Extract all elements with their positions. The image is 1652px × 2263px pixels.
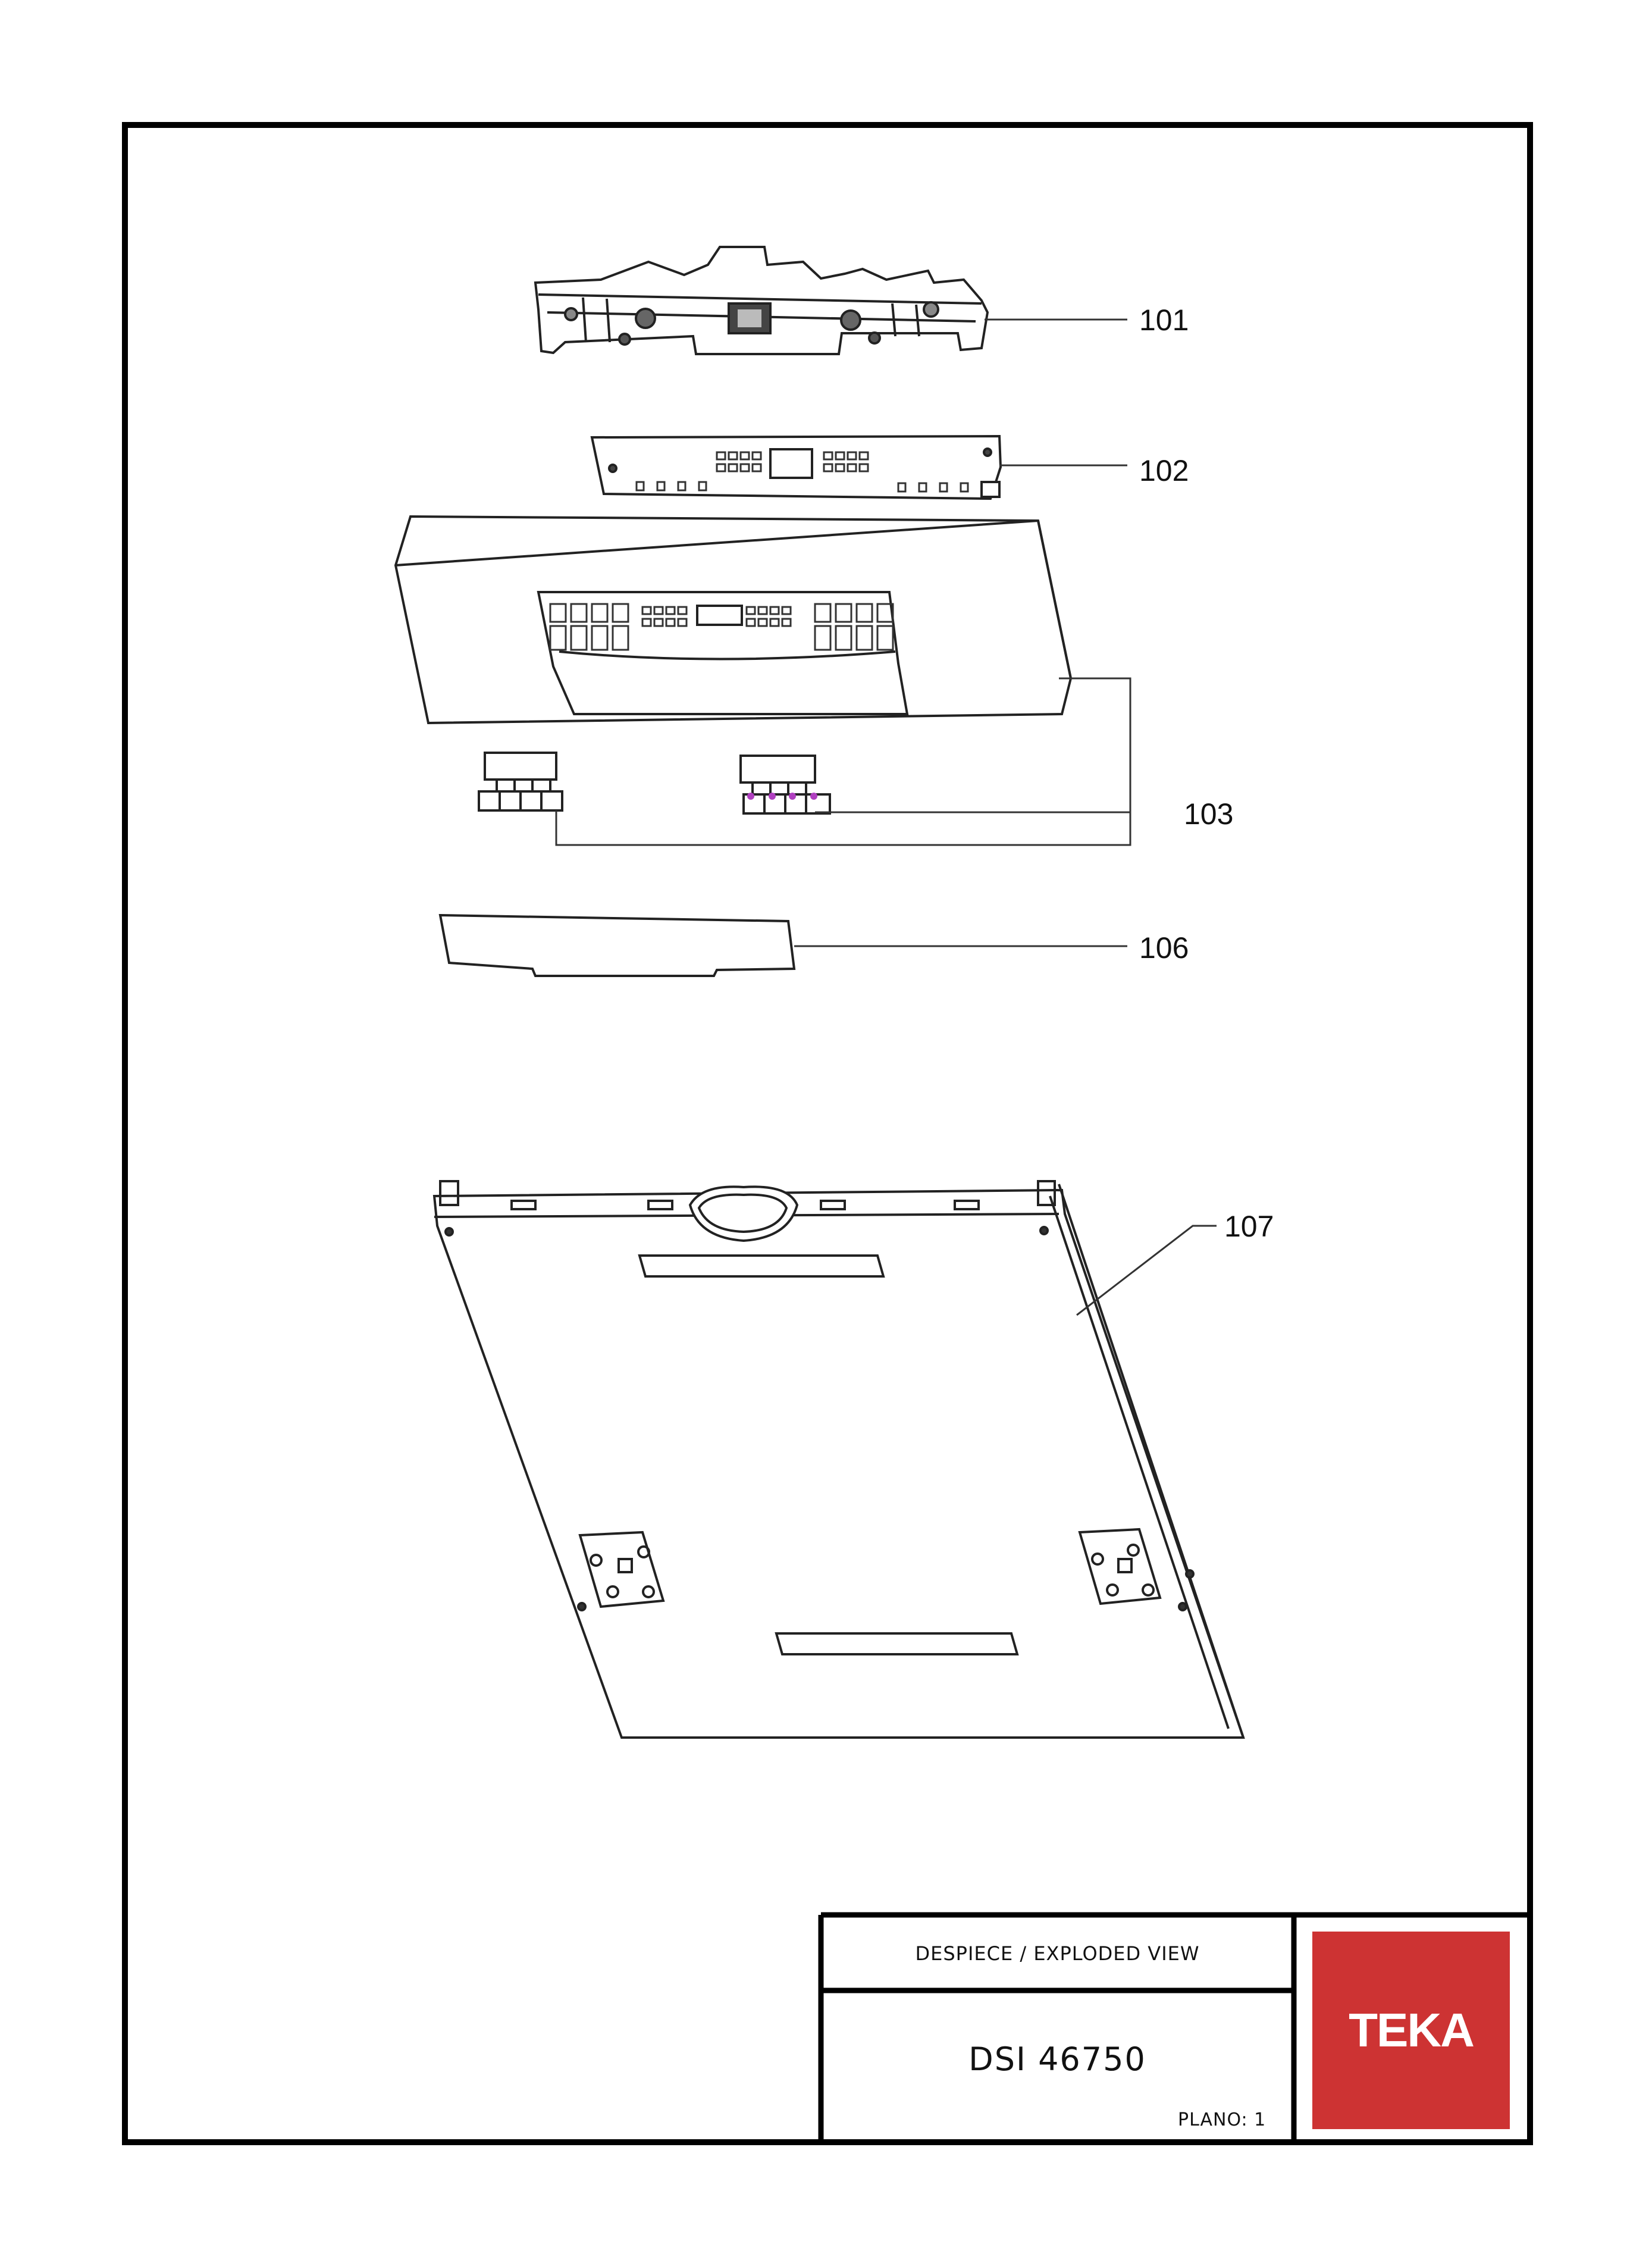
part-101-panel-frame	[534, 246, 989, 355]
part-103-button-set-left	[478, 752, 563, 812]
teka-logo-text: TEKA	[1349, 2004, 1475, 2057]
part-107-door-panel	[432, 1180, 1245, 1739]
model-number: DSI 46750	[968, 2040, 1146, 2078]
part-103-control-panel	[394, 515, 1073, 725]
drawing-frame	[122, 122, 1533, 2145]
callout-106: 106	[1139, 931, 1189, 965]
plano-number: PLANO: 1	[1178, 2109, 1267, 2130]
teka-logo: TEKA	[1312, 1932, 1510, 2129]
callout-103: 103	[1184, 797, 1233, 831]
part-103-button-set-right	[739, 755, 831, 815]
callout-101: 101	[1139, 303, 1189, 337]
callout-102: 102	[1139, 454, 1189, 487]
part-102-circuit-board	[590, 434, 1002, 500]
title-block	[818, 1912, 1530, 2142]
leader-107	[1076, 1225, 1217, 1316]
title-block-header: DESPIECE / EXPLODED VIEW	[915, 1942, 1200, 1965]
part-106-strip	[438, 913, 796, 977]
leader-103	[555, 677, 1131, 846]
callout-107: 107	[1224, 1210, 1274, 1243]
